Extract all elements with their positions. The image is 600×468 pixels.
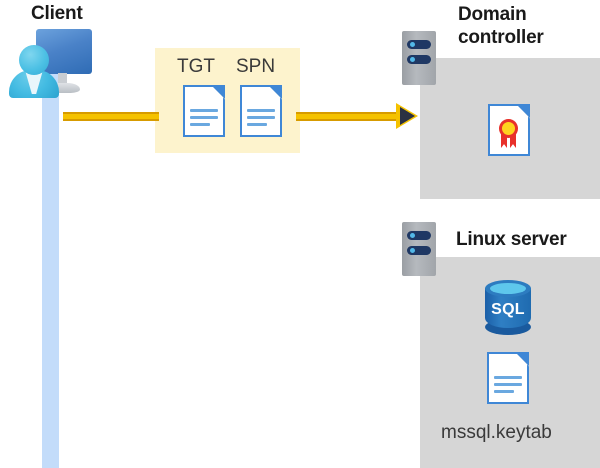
client-lifeline [42, 60, 59, 468]
tower-led [410, 248, 415, 253]
tower-bar [407, 231, 431, 240]
spn-label: SPN [236, 56, 276, 77]
client-title: Client [31, 3, 83, 24]
tower-led [410, 42, 415, 47]
certificate-ribbon-left [501, 134, 507, 148]
keytab-filename-label: mssql.keytab [441, 422, 552, 443]
linux-server-title: Linux server [456, 229, 567, 250]
tower-bar [407, 246, 431, 255]
arrow-head-icon [400, 107, 415, 125]
certificate-document-icon [488, 104, 530, 156]
linux-server-tower-icon [402, 222, 436, 276]
tower-led [410, 233, 415, 238]
sql-database-icon: SQL [482, 279, 534, 335]
tower-led [410, 57, 415, 62]
tower-bar [407, 40, 431, 49]
spn-document-icon [240, 85, 282, 137]
document-lines [190, 109, 218, 130]
tgt-document-icon [183, 85, 225, 137]
document-lines [247, 109, 275, 130]
certificate-seal-inner [502, 122, 515, 135]
domain-controller-server-tower-icon [402, 31, 436, 85]
flow-line-left [63, 112, 159, 121]
sql-cylinder-top-inner [490, 283, 526, 294]
monitor-neck [58, 73, 67, 85]
keytab-document-icon [487, 352, 529, 404]
certificate-ribbon-right [510, 134, 516, 148]
tower-bar [407, 55, 431, 64]
tgt-label: TGT [177, 56, 215, 77]
document-lines [494, 376, 522, 397]
person-head [19, 45, 49, 75]
domain-controller-title: Domain controller [458, 4, 544, 48]
flow-line-right [296, 112, 402, 121]
client-user-monitor-icon [6, 27, 92, 98]
sql-label: SQL [491, 301, 525, 318]
monitor-base [46, 83, 80, 93]
